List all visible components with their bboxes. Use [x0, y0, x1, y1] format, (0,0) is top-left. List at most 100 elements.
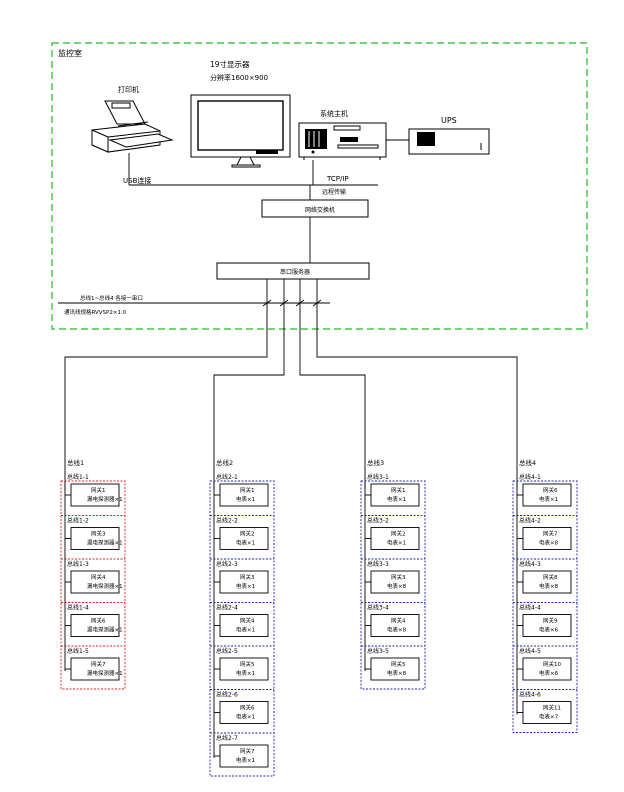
gateway-box: [219, 657, 269, 681]
bus-trunks: [64, 279, 518, 490]
gateway-device: 电表×1: [236, 539, 255, 547]
gateway-box: [70, 614, 120, 637]
unit-tag: 总线3-2: [367, 517, 389, 525]
gateway-device: 电表×6: [539, 626, 559, 634]
bus-title: 总线1: [67, 458, 84, 467]
unit-tag: 总线4-3: [519, 560, 541, 568]
unit-tag: 总线1-4: [67, 604, 89, 612]
bus-note-2: 通讯线规格RVVSP2×1.0: [64, 308, 127, 316]
gateway-device: 电表×1: [236, 756, 255, 764]
unit-tag: 总线1-1: [67, 473, 89, 481]
unit-tag: 总线2-3: [216, 560, 238, 568]
gateway-name: 网关5: [391, 660, 406, 668]
unit-tag: 总线2-7: [216, 734, 238, 742]
gateway-name: 网关1: [91, 486, 106, 494]
gateway-device: 电表×8: [387, 626, 407, 634]
unit-tag: 总线3-3: [367, 560, 389, 568]
bus-branch-4: 总线4总线4-1网关6电表×1总线4-2网关7电表×8总线4-3网关8电表×8总…: [512, 458, 578, 733]
bus-title: 总线3: [367, 458, 384, 467]
monitor-resolution: 分辨率1600×900: [210, 73, 268, 82]
gateway-device: 电表×1: [236, 713, 255, 721]
gateway-device: 电表×1: [236, 626, 255, 634]
gateway-box: [219, 483, 269, 507]
unit-tag: 总线4-2: [519, 517, 541, 525]
gateway-device: 漏电探测器×1: [87, 495, 123, 503]
gateway-name: 网关2: [391, 530, 406, 538]
gateway-name: 网关1: [391, 486, 406, 494]
network-switch: [261, 199, 369, 218]
gateway-name: 网关4: [391, 617, 406, 625]
ups-icon: [408, 128, 490, 155]
gateway-box: [370, 570, 420, 594]
gateway-name: 网关8: [543, 573, 558, 581]
unit-tag: 总线4-1: [519, 473, 541, 481]
gateway-box: [219, 614, 269, 637]
gateway-box: [219, 527, 269, 550]
gateway-box: [70, 527, 120, 550]
unit-tag: 总线1-3: [67, 560, 89, 568]
gateway-box: [70, 483, 120, 507]
gateway-name: 网关10: [543, 660, 561, 668]
gateway-box: [370, 527, 420, 550]
unit-tag: 总线4-5: [519, 647, 541, 655]
printer-icon: [91, 100, 174, 153]
gateway-name: 网关5: [240, 660, 255, 668]
remote-label: 远程传输: [322, 188, 346, 196]
gateway-device: 电表×6: [539, 669, 559, 677]
bus-branch-2: 总线2总线2-1网关1电表×1总线2-2网关2电表×1总线2-3网关3电表×1总…: [209, 458, 275, 777]
gateway-name: 网关3: [91, 530, 106, 538]
gateway-device: 电表×8: [539, 539, 559, 547]
gateway-device: 漏电探测器×1: [87, 582, 123, 590]
gateway-name: 网关9: [543, 617, 558, 625]
monitor-icon: [190, 94, 291, 168]
bus-title: 总线4: [519, 458, 536, 467]
unit-tag: 总线1-5: [67, 647, 89, 655]
gateway-device: 电表×7: [539, 713, 559, 721]
gateway-name: 网关7: [543, 530, 558, 538]
bus-branch-1: 总线1总线1-1网关1漏电探测器×1总线1-2网关3漏电探测器×1总线1-3网关…: [60, 458, 126, 690]
gateway-name: 网关6: [91, 617, 106, 625]
gateway-box: [522, 657, 572, 681]
unit-tag: 总线3-1: [367, 473, 389, 481]
room-connections: [128, 139, 409, 263]
gateway-name: 网关4: [91, 573, 106, 581]
gateway-box: [219, 570, 269, 594]
gateway-device: 电表×1: [387, 495, 406, 503]
host-icon: [298, 122, 387, 160]
gateway-name: 网关4: [240, 617, 255, 625]
gateway-device: 电表×1: [387, 539, 406, 547]
gateway-name: 网关1: [240, 486, 255, 494]
switch-label: 网络交换机: [305, 206, 335, 214]
server-label: 串口服务器: [280, 268, 310, 276]
gateway-device: 电表×1: [236, 669, 255, 677]
bus-group-boundary: [60, 480, 126, 690]
monitoring-room-boundary: [51, 42, 588, 330]
gateway-device: 电表×1: [236, 495, 255, 503]
host-label: 系统主机: [320, 109, 348, 118]
gateway-box: [522, 483, 572, 507]
gateway-box: [370, 614, 420, 637]
gateway-name: 网关3: [391, 573, 406, 581]
unit-tag: 总线1-2: [67, 517, 89, 525]
unit-tag: 总线2-6: [216, 691, 238, 699]
gateway-box: [370, 483, 420, 507]
gateway-name: 网关6: [543, 486, 558, 494]
